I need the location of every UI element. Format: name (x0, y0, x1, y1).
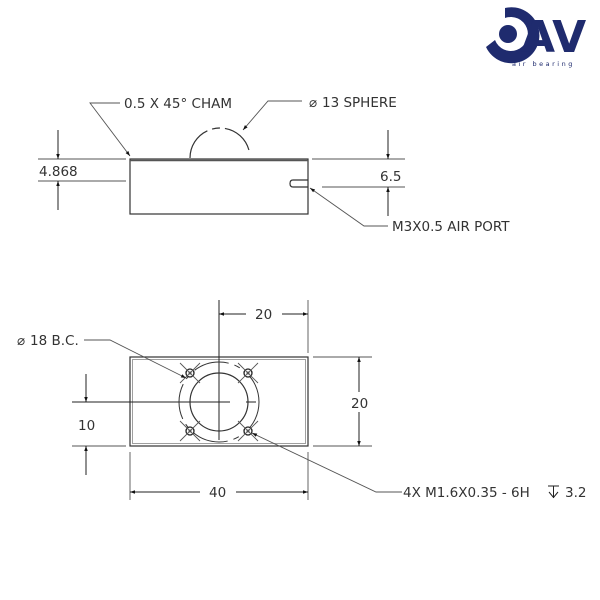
sphere-outline (189, 127, 251, 159)
logo-swoosh-icon (486, 7, 540, 64)
logo-tagline: air bearing (512, 60, 575, 68)
mount-hole (237, 362, 259, 384)
mount-hole (179, 362, 201, 384)
logo-dot-icon (499, 25, 517, 43)
thread-leader (251, 432, 402, 493)
height-dimension: 4.868 (39, 164, 78, 180)
bottom-view: ⌀ 18 B.C. 20 20 10 40 4X M1.6X0.35 - 6H (17, 300, 586, 501)
thread-depth: 3.2 (565, 485, 586, 501)
height-dimension: 20 (351, 396, 368, 412)
port-height-dimension: 6.5 (380, 169, 401, 185)
bolt-circle-note: 18 B.C. (30, 333, 79, 349)
company-logo: AV air bearing (486, 7, 586, 68)
thread-note: 4X M1.6X0.35 - 6H (403, 485, 530, 501)
port-note: M3X0.5 AIR PORT (392, 219, 510, 235)
block-side-outline (129, 158, 309, 215)
chamfer-note: 0.5 X 45° CHAM (124, 96, 232, 112)
depth-icon (548, 485, 559, 499)
sphere-note: 13 SPHERE (322, 95, 397, 111)
side-view: 0.5 X 45° CHAM ⌀ 13 SPHERE 4.868 6.5 M3X… (38, 95, 510, 235)
bolt-circle-leader (84, 339, 187, 379)
sphere-leader (242, 100, 302, 131)
bolt-circle (178, 361, 260, 443)
port-leader (309, 187, 388, 227)
mount-hole (179, 420, 201, 442)
sphere-circle (189, 372, 249, 432)
center-offset-x-dimension: 20 (255, 307, 272, 323)
bolt-circle-symbol: ⌀ (17, 333, 25, 349)
air-port-hole (289, 179, 308, 188)
sphere-diameter-symbol: ⌀ (309, 95, 317, 111)
mount-hole (237, 420, 259, 442)
width-dimension: 40 (209, 485, 226, 501)
chamfer-leader (89, 102, 131, 157)
center-offset-y-dimension: 10 (78, 418, 95, 434)
logo-brand: AV (521, 12, 586, 63)
